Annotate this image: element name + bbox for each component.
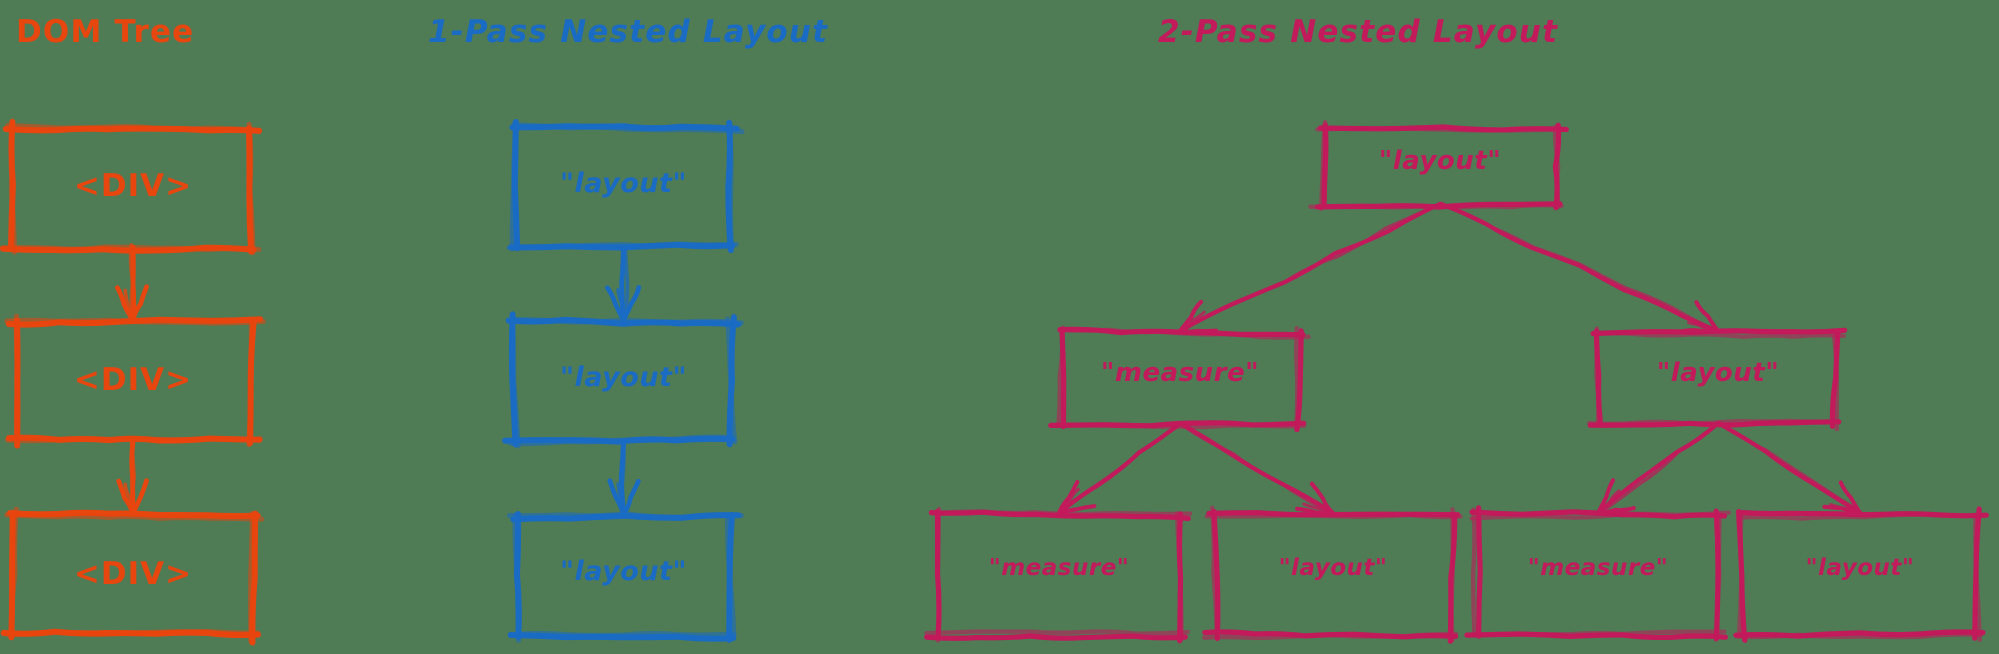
- node-box[interactable]: [1733, 506, 1989, 643]
- node-box[interactable]: [1048, 325, 1311, 432]
- column-two-pass-nested-layout: [924, 119, 1989, 644]
- column-dom-tree: [0, 118, 266, 646]
- column-title-one-pass-nested-layout: 1-Pass Nested Layout: [428, 14, 829, 50]
- column-title-two-pass-nested-layout: 2-Pass Nested Layout: [1158, 14, 1559, 50]
- node-box[interactable]: [4, 313, 266, 449]
- node-box[interactable]: [924, 506, 1193, 644]
- node-box[interactable]: [1202, 505, 1463, 644]
- node-box[interactable]: [502, 311, 744, 449]
- node-box[interactable]: [1308, 119, 1569, 211]
- node-box[interactable]: [506, 118, 745, 254]
- node-box[interactable]: [1464, 505, 1732, 642]
- column-one-pass-nested-layout: [502, 118, 745, 643]
- node-box[interactable]: [1587, 326, 1848, 432]
- node-box[interactable]: [0, 118, 263, 256]
- node-box[interactable]: [506, 511, 744, 643]
- node-box[interactable]: [0, 506, 265, 646]
- column-title-dom-tree: DOM Tree: [16, 14, 195, 50]
